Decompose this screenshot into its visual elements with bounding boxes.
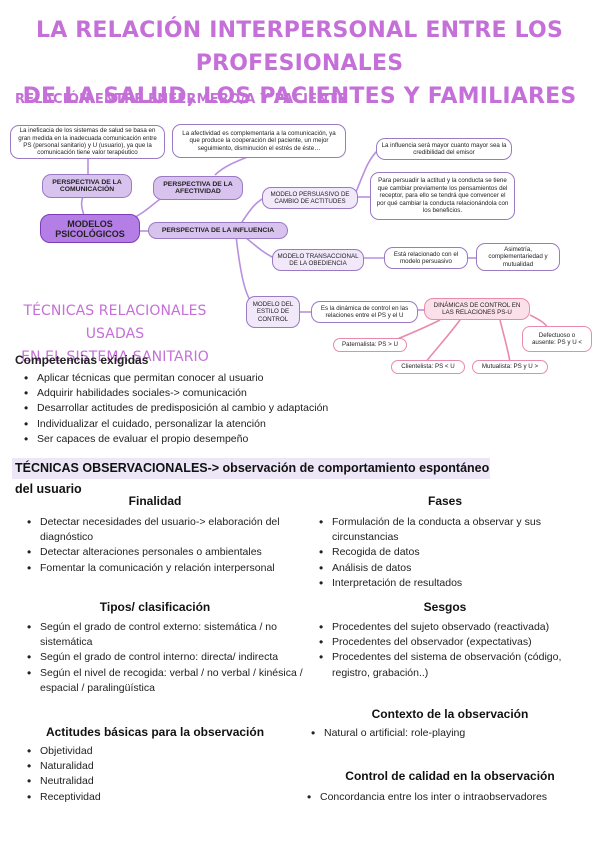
list-item: Según el grado de control interno: direc… — [24, 650, 304, 665]
section-heading-tecnicas: TÉCNICAS RELACIONALES USADAS EN EL SISTE… — [15, 300, 215, 369]
node-defectuoso: Defectuoso o ausente: PS y U < — [522, 326, 592, 352]
list-item: Según el grado de control externo: siste… — [24, 620, 304, 650]
connector — [355, 149, 379, 193]
calidad-list: Concordancia entre los inter o intraobse… — [304, 790, 594, 805]
list-item: Procedentes del sujeto observado (reacti… — [316, 620, 586, 635]
note-persuadir: Para persuadir la actitud y la conducta … — [370, 172, 515, 220]
note-transaccional: Está relacionado con el modelo persuasiv… — [384, 247, 468, 269]
list-item: Natural o artificial: role-playing — [308, 726, 588, 741]
note-afectividad: La afectividad es complementaria a la co… — [172, 124, 346, 158]
list-item: Individualizar el cuidado, personalizar … — [21, 417, 375, 432]
actitudes-title: Actitudes básicas para la observación — [45, 725, 265, 739]
list-item: Desarrollar actitudes de predisposición … — [21, 401, 375, 416]
observacionales-banner: TÉCNICAS OBSERVACIONALES-> observación d… — [12, 458, 490, 496]
competencias-block: Competencias exigidas Aplicar técnicas q… — [15, 353, 375, 447]
node-perspectiva-comunicacion: PERSPECTIVA DE LA COMUNICACIÓN — [42, 174, 132, 198]
list-item: Detectar necesidades del usuario-> elabo… — [24, 515, 304, 545]
fases-list: Formulación de la conducta a observar y … — [316, 515, 586, 591]
list-item: Ser capaces de evaluar el propio desempe… — [21, 432, 375, 447]
contexto-list: Natural o artificial: role-playing — [308, 726, 588, 741]
title-line-1: LA RELACIÓN INTERPERSONAL ENTRE LOS PROF… — [35, 18, 563, 76]
note-asimetria: Asimetría, complementariedad y mutualida… — [476, 243, 560, 271]
finalidad-title: Finalidad — [128, 494, 182, 508]
list-item: Recogida de datos — [316, 545, 586, 560]
node-modelo-estilo: MODELO DEL ESTILO DE CONTROL — [246, 296, 300, 328]
mind-map: La ineficacia de los sistemas de salud s… — [0, 110, 599, 390]
list-item: Receptividad — [24, 790, 304, 805]
list-item: Adquirir habilidades sociales-> comunica… — [21, 386, 375, 401]
node-dinamicas-control: DINÁMICAS DE CONTROL EN LAS RELACIONES P… — [424, 298, 530, 320]
node-perspectiva-influencia: PERSPECTIVA DE LA INFLUENCIA — [148, 222, 288, 239]
contexto-title: Contexto de la observación — [371, 707, 529, 721]
page-title: LA RELACIÓN INTERPERSONAL ENTRE LOS PROF… — [0, 14, 599, 113]
list-item: Neutralidad — [24, 774, 304, 789]
sesgos-title: Sesgos — [423, 600, 467, 614]
list-item: Según el nivel de recogida: verbal / no … — [24, 666, 304, 696]
list-item: Aplicar técnicas que permitan conocer al… — [21, 371, 375, 386]
list-item: Concordancia entre los inter o intraobse… — [304, 790, 594, 805]
list-item: Formulación de la conducta a observar y … — [316, 515, 586, 545]
tipos-list: Según el grado de control externo: siste… — [24, 620, 304, 696]
list-item: Naturalidad — [24, 759, 304, 774]
finalidad-list: Detectar necesidades del usuario-> elabo… — [24, 515, 304, 576]
actitudes-list: Objetividad Naturalidad Neutralidad Rece… — [24, 744, 304, 805]
calidad-title: Control de calidad en la observación — [345, 769, 555, 783]
node-paternalista: Paternalista: PS > U — [333, 338, 407, 352]
title-line-2: DE LA SALUD, LOS PACIENTES Y FAMILIARES — [22, 84, 577, 109]
node-clientelista: Clientelista: PS < U — [391, 360, 465, 374]
sesgos-list: Procedentes del sujeto observado (reacti… — [316, 620, 586, 681]
fases-title: Fases — [427, 494, 463, 508]
list-item: Detectar alteraciones personales o ambie… — [24, 545, 304, 560]
connector — [424, 319, 461, 364]
list-item: Procedentes del sistema de observación (… — [316, 650, 586, 680]
node-mutualista: Mutualista: PS y U > — [472, 360, 548, 374]
section2-line-1: TÉCNICAS RELACIONALES USADAS — [23, 303, 207, 342]
node-modelos-psicologicos: MODELOS PSICOLÓGICOS — [40, 214, 140, 243]
connector — [499, 319, 511, 363]
note-influencia: La influencia será mayor cuanto mayor se… — [376, 138, 512, 160]
list-item: Fomentar la comunicación y relación inte… — [24, 561, 304, 576]
section2-line-2: EN EL SISTEMA SANITARIO — [21, 349, 209, 365]
competencias-title: Competencias exigidas — [15, 353, 149, 367]
section-heading-relacion: RELACIÓN ENTRE ENFERMERO/A Y PACIENTE — [15, 92, 347, 107]
note-comunicacion: La ineficacia de los sistemas de salud s… — [10, 125, 165, 159]
list-item: Interpretación de resultados — [316, 576, 586, 591]
tipos-title: Tipos/ clasificación — [99, 600, 211, 614]
note-estilo: Es la dinámica de control en las relacio… — [311, 301, 418, 323]
node-perspectiva-afectividad: PERSPECTIVA DE LA AFECTIVIDAD — [153, 176, 243, 200]
list-item: Objetividad — [24, 744, 304, 759]
node-modelo-transaccional: MODELO TRANSACCIONAL DE LA OBEDIENCIA — [272, 249, 364, 271]
connector — [235, 235, 251, 301]
node-modelo-persuasivo: MODELO PERSUASIVO DE CAMBIO DE ACTITUDES — [262, 187, 358, 209]
list-item: Análisis de datos — [316, 561, 586, 576]
list-item: Procedentes del observador (expectativas… — [316, 635, 586, 650]
